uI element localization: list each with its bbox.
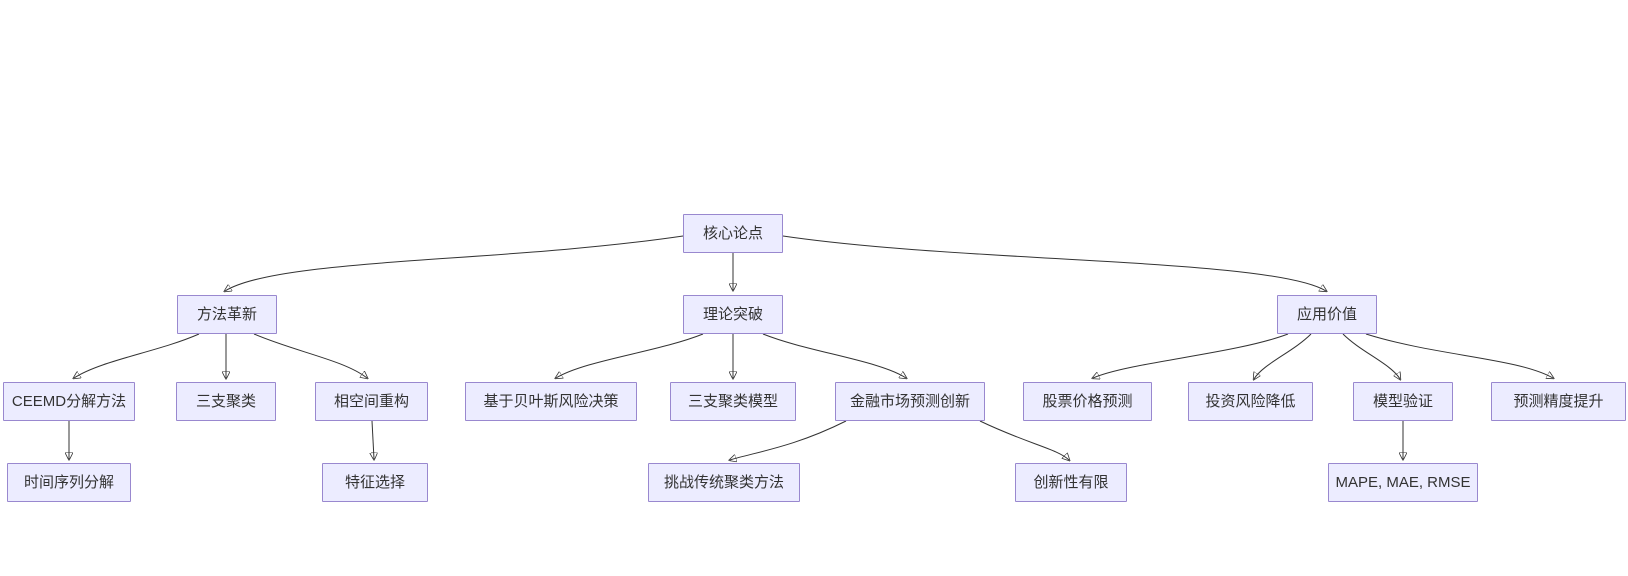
node-stock-price-prediction: 股票价格预测 (1023, 382, 1152, 421)
node-three-way-clustering-label: 三支聚类 (195, 393, 256, 410)
node-theory-breakthrough: 理论突破 (683, 295, 783, 334)
node-application-value-label: 应用价值 (1296, 306, 1357, 323)
node-core-thesis: 核心论点 (683, 214, 783, 253)
edge-app-to-stock (1093, 333, 1289, 378)
edge-app-to-modelval (1342, 333, 1400, 379)
edge-app-to-accuracy (1365, 333, 1553, 378)
node-method-innovation-label: 方法革新 (196, 306, 257, 323)
node-investment-risk-reduction: 投资风险降低 (1188, 382, 1313, 421)
node-limited-novelty-label: 创新性有限 (1033, 474, 1109, 491)
node-mape-mae-rmse-metrics: MAPE, MAE, RMSE (1328, 463, 1478, 502)
edge-theory-to-finance (762, 333, 906, 378)
node-application-value: 应用价值 (1277, 295, 1377, 334)
node-stock-price-prediction-label: 股票价格预测 (1042, 393, 1133, 410)
node-model-validation: 模型验证 (1353, 382, 1453, 421)
node-limited-novelty: 创新性有限 (1015, 463, 1127, 502)
node-phase-space-reconstruction-label: 相空间重构 (333, 393, 409, 410)
node-mape-mae-rmse-metrics-label: MAPE, MAE, RMSE (1335, 474, 1471, 491)
edge-method-to-ceemd (74, 333, 200, 378)
edge-method-to-phase (253, 333, 367, 378)
node-feature-selection: 特征选择 (322, 463, 428, 502)
node-model-validation-label: 模型验证 (1372, 393, 1433, 410)
node-three-way-cluster-model: 三支聚类模型 (670, 382, 796, 421)
node-prediction-accuracy: 预测精度提升 (1491, 382, 1626, 421)
edge-app-to-invest (1254, 333, 1312, 379)
node-prediction-accuracy-label: 预测精度提升 (1513, 393, 1604, 410)
node-challenge-traditional-clustering: 挑战传统聚类方法 (648, 463, 800, 502)
edge-core-to-app (782, 235, 1326, 291)
node-financial-market-innovation-label: 金融市场预测创新 (849, 393, 970, 410)
node-method-innovation: 方法革新 (177, 295, 277, 334)
node-feature-selection-label: 特征选择 (344, 474, 405, 491)
edge-finance-to-limited (979, 420, 1069, 460)
edge-core-to-method (225, 235, 684, 291)
node-theory-breakthrough-label: 理论突破 (702, 306, 763, 323)
node-ceemd-decomposition-label: CEEMD分解方法 (11, 393, 127, 410)
node-bayes-risk-decision: 基于贝叶斯风险决策 (465, 382, 637, 421)
node-core-thesis-label: 核心论点 (702, 225, 763, 242)
node-bayes-risk-decision-label: 基于贝叶斯风险决策 (483, 393, 619, 410)
node-time-series-decomposition: 时间序列分解 (7, 463, 131, 502)
node-ceemd-decomposition: CEEMD分解方法 (3, 382, 135, 421)
node-challenge-traditional-clustering-label: 挑战传统聚类方法 (663, 474, 784, 491)
node-investment-risk-reduction-label: 投资风险降低 (1205, 393, 1296, 410)
node-financial-market-innovation: 金融市场预测创新 (835, 382, 985, 421)
edge-finance-to-challenge (730, 420, 847, 460)
node-three-way-cluster-model-label: 三支聚类模型 (687, 393, 778, 410)
node-time-series-decomposition-label: 时间序列分解 (23, 474, 114, 491)
node-three-way-clustering: 三支聚类 (176, 382, 276, 421)
edge-theory-to-bayes (556, 333, 704, 378)
edge-phase-to-feature (372, 420, 374, 459)
node-phase-space-reconstruction: 相空间重构 (315, 382, 428, 421)
